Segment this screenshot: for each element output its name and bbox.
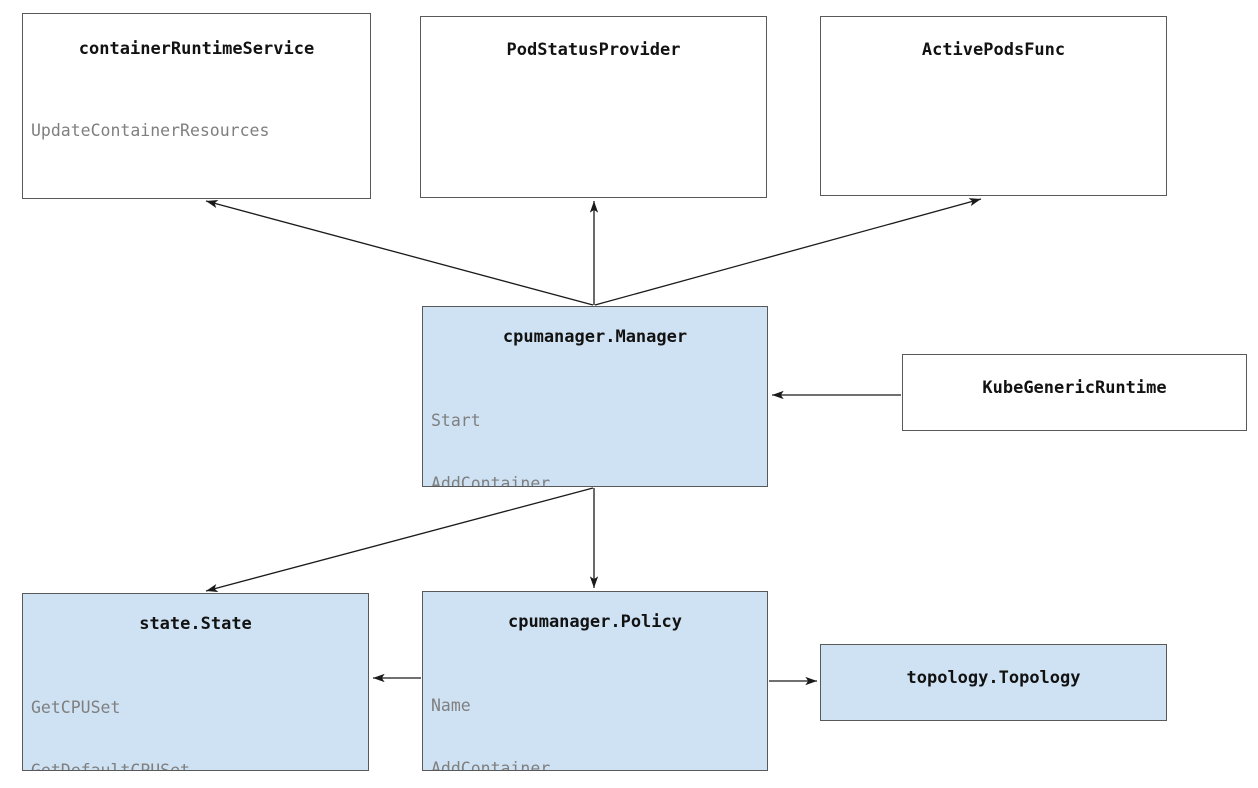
class-title-cpumanager-policy: cpumanager.Policy	[508, 612, 682, 632]
class-box-topology-topology[interactable]: topology.Topology	[820, 644, 1167, 721]
class-members-cpumanager-manager: Start AddContainer RemoveContainer State	[431, 368, 767, 487]
edge-manager-to-state-state	[205, 487, 594, 593]
class-members-state-state: GetCPUSet GetDefaultCPUSet SetCPUSet Set…	[31, 655, 368, 771]
class-box-pod-status-provider[interactable]: PodStatusProvider	[420, 16, 767, 198]
class-title-state-state: state.State	[139, 614, 252, 634]
class-member: AddContainer	[431, 759, 551, 771]
class-box-cpumanager-policy[interactable]: cpumanager.Policy Name AddContainer Remo…	[422, 591, 768, 771]
class-title-kube-generic-runtime: KubeGenericRuntime	[982, 378, 1167, 398]
class-title-topology-topology: topology.Topology	[906, 668, 1081, 688]
class-member: Start	[431, 411, 481, 430]
class-box-kube-generic-runtime[interactable]: KubeGenericRuntime	[902, 354, 1247, 431]
class-title-pod-status-provider: PodStatusProvider	[506, 40, 681, 60]
class-member: UpdateContainerResources	[31, 121, 270, 140]
class-box-cpumanager-manager[interactable]: cpumanager.Manager Start AddContainer Re…	[422, 306, 768, 487]
edge-manager-to-active-pods-func	[594, 198, 982, 306]
class-box-active-pods-func[interactable]: ActivePodsFunc	[820, 16, 1167, 196]
class-members-container-runtime-service: UpdateContainerResources	[31, 78, 370, 183]
class-member: GetDefaultCPUSet	[31, 761, 190, 771]
class-box-state-state[interactable]: state.State GetCPUSet GetDefaultCPUSet S…	[22, 593, 369, 771]
class-title-active-pods-func: ActivePodsFunc	[921, 40, 1066, 60]
class-title-cpumanager-manager: cpumanager.Manager	[502, 327, 688, 347]
class-member: GetCPUSet	[31, 698, 121, 717]
edge-manager-to-container-runtime-service	[205, 200, 594, 306]
class-box-container-runtime-service[interactable]: containerRuntimeService UpdateContainerR…	[22, 13, 371, 199]
class-member: AddContainer	[431, 474, 551, 487]
class-title-container-runtime-service: containerRuntimeService	[78, 39, 315, 59]
class-member: Name	[431, 696, 471, 715]
class-members-cpumanager-policy: Name AddContainer RemoveContainer	[431, 653, 767, 771]
